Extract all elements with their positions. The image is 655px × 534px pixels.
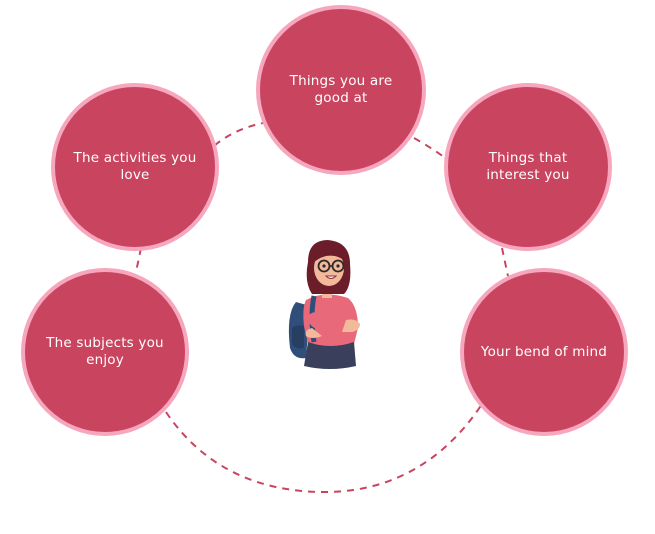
- connector-bottom-arc: [165, 403, 483, 494]
- connector-upper-left-to-lower-left: [135, 247, 142, 273]
- node-label: The activities you love: [73, 150, 197, 183]
- node-label: Things that interest you: [486, 150, 570, 183]
- node-label: The subjects you enjoy: [46, 335, 164, 368]
- node-things-that-interest-you: Things that interest you: [444, 83, 612, 251]
- node-things-good-at: Things you are good at: [256, 5, 426, 175]
- node-label: Your bend of mind: [480, 343, 608, 360]
- connector-top-to-upper-right: [413, 137, 449, 161]
- node-subjects-you-enjoy: The subjects you enjoy: [21, 268, 189, 436]
- node-bend-of-mind: Your bend of mind: [460, 268, 628, 436]
- connector-top-to-upper-left: [213, 121, 269, 147]
- student-illustration-icon: [288, 240, 360, 369]
- node-activities-you-love: The activities you love: [51, 83, 219, 251]
- connector-upper-right-to-lower-right: [501, 247, 509, 277]
- node-label: Things you are good at: [289, 73, 393, 106]
